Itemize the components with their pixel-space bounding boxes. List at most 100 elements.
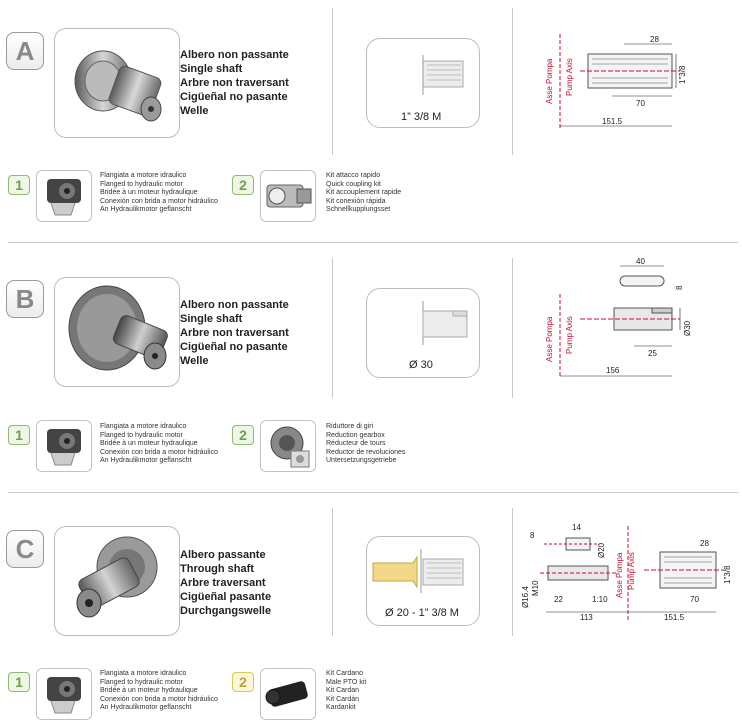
dim-25: 25 <box>648 349 657 358</box>
dim-dia-20: Ø20 <box>597 542 606 558</box>
dim-8: 8 <box>675 285 684 290</box>
desc-de: Kardankit <box>326 704 356 712</box>
desc-it: Flangiata a motore idraulico <box>100 423 187 430</box>
hydraulic-motor-photo <box>36 170 92 222</box>
section-letter: A <box>6 32 44 70</box>
title-es: Cigüeñal no pasante <box>180 341 288 353</box>
desc-it: Riduttore di giri <box>326 423 374 430</box>
desc-fr: Kit Cardan <box>326 687 360 695</box>
desc-en: Male PTO kit <box>326 678 367 686</box>
quick-coupling-photo <box>260 170 316 222</box>
desc-en: Reduction gearbox <box>326 431 385 439</box>
title-de: Durchgangswelle <box>180 605 272 617</box>
desc-it: Flangiata a motore idraulico <box>100 670 187 677</box>
title-en: Single shaft <box>180 313 243 325</box>
dim-1-3-8: 1"3/8 <box>678 65 687 84</box>
shaft-type-box: 1” 3/8 M <box>366 38 480 128</box>
axis-label-en: Pump Axis <box>627 552 636 590</box>
title-it: Albero passante <box>180 549 266 561</box>
desc-es: Conexión con brida a motor hidráulico <box>100 197 218 205</box>
title-en: Single shaft <box>180 63 243 75</box>
desc-de: Untersetzungsgetriebe <box>326 457 397 465</box>
shaft-size-label: Ø 20 - 1” 3/8 M <box>385 607 459 619</box>
title-fr: Arbre traversant <box>180 577 266 589</box>
desc-it: Kit attacco rapido <box>326 172 381 179</box>
column-divider <box>512 508 513 636</box>
shaft-type-box: Ø 30 <box>366 288 480 378</box>
accessory-number-badge: 2 <box>232 672 254 692</box>
axis-label-en: Pump Axis <box>565 58 574 96</box>
accessory-description: Flangiata a motore idraulico Flanged to … <box>100 670 218 713</box>
dim-28: 28 <box>700 539 709 548</box>
title-it: Albero non passante <box>180 299 289 311</box>
dim-m10: M10 <box>531 580 540 596</box>
desc-es: Conexión con brida a motor hidráulico <box>100 695 218 703</box>
desc-en: Flanged to hydraulic motor <box>100 678 183 686</box>
column-divider <box>512 258 513 398</box>
accessory-description: Flangiata a motore idraulico Flanged to … <box>100 172 218 215</box>
axis-label-it: Asse Pompa <box>545 58 554 104</box>
accessory-number-badge: 2 <box>232 175 254 195</box>
section-letter: B <box>6 280 44 318</box>
dim-70: 70 <box>636 99 645 108</box>
shaft-photo <box>54 526 180 636</box>
accessory-number-badge: 1 <box>8 175 30 195</box>
title-de: Welle <box>180 105 209 117</box>
technical-drawing: Asse Pompa Pump Axis 28 1"3/8 70 151.5 <box>545 34 687 130</box>
desc-it: Kit Cardano <box>326 670 363 677</box>
shaft-size-label: Ø 30 <box>409 359 433 371</box>
dim-40: 40 <box>636 257 645 266</box>
shaft-type-box: Ø 20 - 1” 3/8 M <box>366 536 480 626</box>
section-divider-bc <box>8 492 738 493</box>
dim-1-3-8: 1"3/8 <box>723 565 732 584</box>
hydraulic-motor-photo <box>36 668 92 720</box>
dim-dia-16-4: Ø16.4 <box>521 586 530 608</box>
desc-es: Reductor de revoluciones <box>326 448 406 456</box>
axis-label-it: Asse Pompa <box>545 316 554 362</box>
accessory-number-badge: 2 <box>232 425 254 445</box>
desc-de: An Hydraulikmotor geflanscht <box>100 704 192 712</box>
accessory-description: Kit attacco rapido Quick coupling kit Ki… <box>326 172 401 215</box>
reduction-gearbox-photo <box>260 420 316 472</box>
dim-taper: 1:10 <box>592 595 608 604</box>
shaft-size-label: 1” 3/8 M <box>401 111 442 123</box>
shaft-photo <box>54 28 180 138</box>
dim-dia-30: Ø30 <box>683 320 692 336</box>
accessory-description: Kit Cardano Male PTO kit Kit Cardan Kit … <box>326 670 366 713</box>
title-es: Cigüeñal pasante <box>180 591 272 603</box>
axis-label-it: Asse Pompa <box>615 552 624 598</box>
desc-en: Flanged to hydraulic motor <box>100 180 183 188</box>
technical-drawing: 8 14 Ø20 Ø16.4 M10 22 1:10 Asse Pompa Pu… <box>521 523 732 622</box>
desc-es: Conexión con brida a motor hidráulico <box>100 448 218 456</box>
desc-fr: Réducteur de tours <box>326 440 386 448</box>
desc-en: Flanged to hydraulic motor <box>100 431 183 439</box>
hydraulic-motor-photo <box>36 420 92 472</box>
column-divider <box>512 8 513 155</box>
dim-22: 22 <box>554 595 563 604</box>
desc-de: An Hydraulikmotor geflanscht <box>100 457 192 465</box>
title-fr: Arbre non traversant <box>180 77 289 89</box>
dim-28: 28 <box>650 35 659 44</box>
title-it: Albero non passante <box>180 49 289 61</box>
column-divider <box>332 258 333 398</box>
desc-fr: Bridée à un moteur hydraulique <box>100 189 198 197</box>
desc-es: Kit Cardán <box>326 695 360 703</box>
dim-14: 14 <box>572 523 581 532</box>
accessory-number-badge: 1 <box>8 672 30 692</box>
title-fr: Arbre non traversant <box>180 327 289 339</box>
section-divider-ab <box>8 242 738 243</box>
desc-fr: Bridée à un moteur hydraulique <box>100 440 198 448</box>
desc-en: Quick coupling kit <box>326 180 381 188</box>
shaft-title-lines: Albero non passante Single shaft Arbre n… <box>180 48 289 118</box>
technical-drawing: Asse Pompa Pump Axis 40 8 Ø30 25 156 <box>545 257 692 378</box>
accessory-description: Riduttore di giri Reduction gearbox Rédu… <box>326 423 405 466</box>
dim-113: 113 <box>580 613 593 622</box>
title-es: Cigüeñal no pasante <box>180 91 288 103</box>
dim-70: 70 <box>690 595 699 604</box>
title-de: Welle <box>180 355 209 367</box>
dim-151-5: 151.5 <box>664 613 685 622</box>
desc-fr: Kit accouplement rapide <box>326 189 402 197</box>
desc-de: An Hydraulikmotor geflanscht <box>100 206 192 214</box>
column-divider <box>332 508 333 636</box>
pto-kit-photo <box>260 668 316 720</box>
